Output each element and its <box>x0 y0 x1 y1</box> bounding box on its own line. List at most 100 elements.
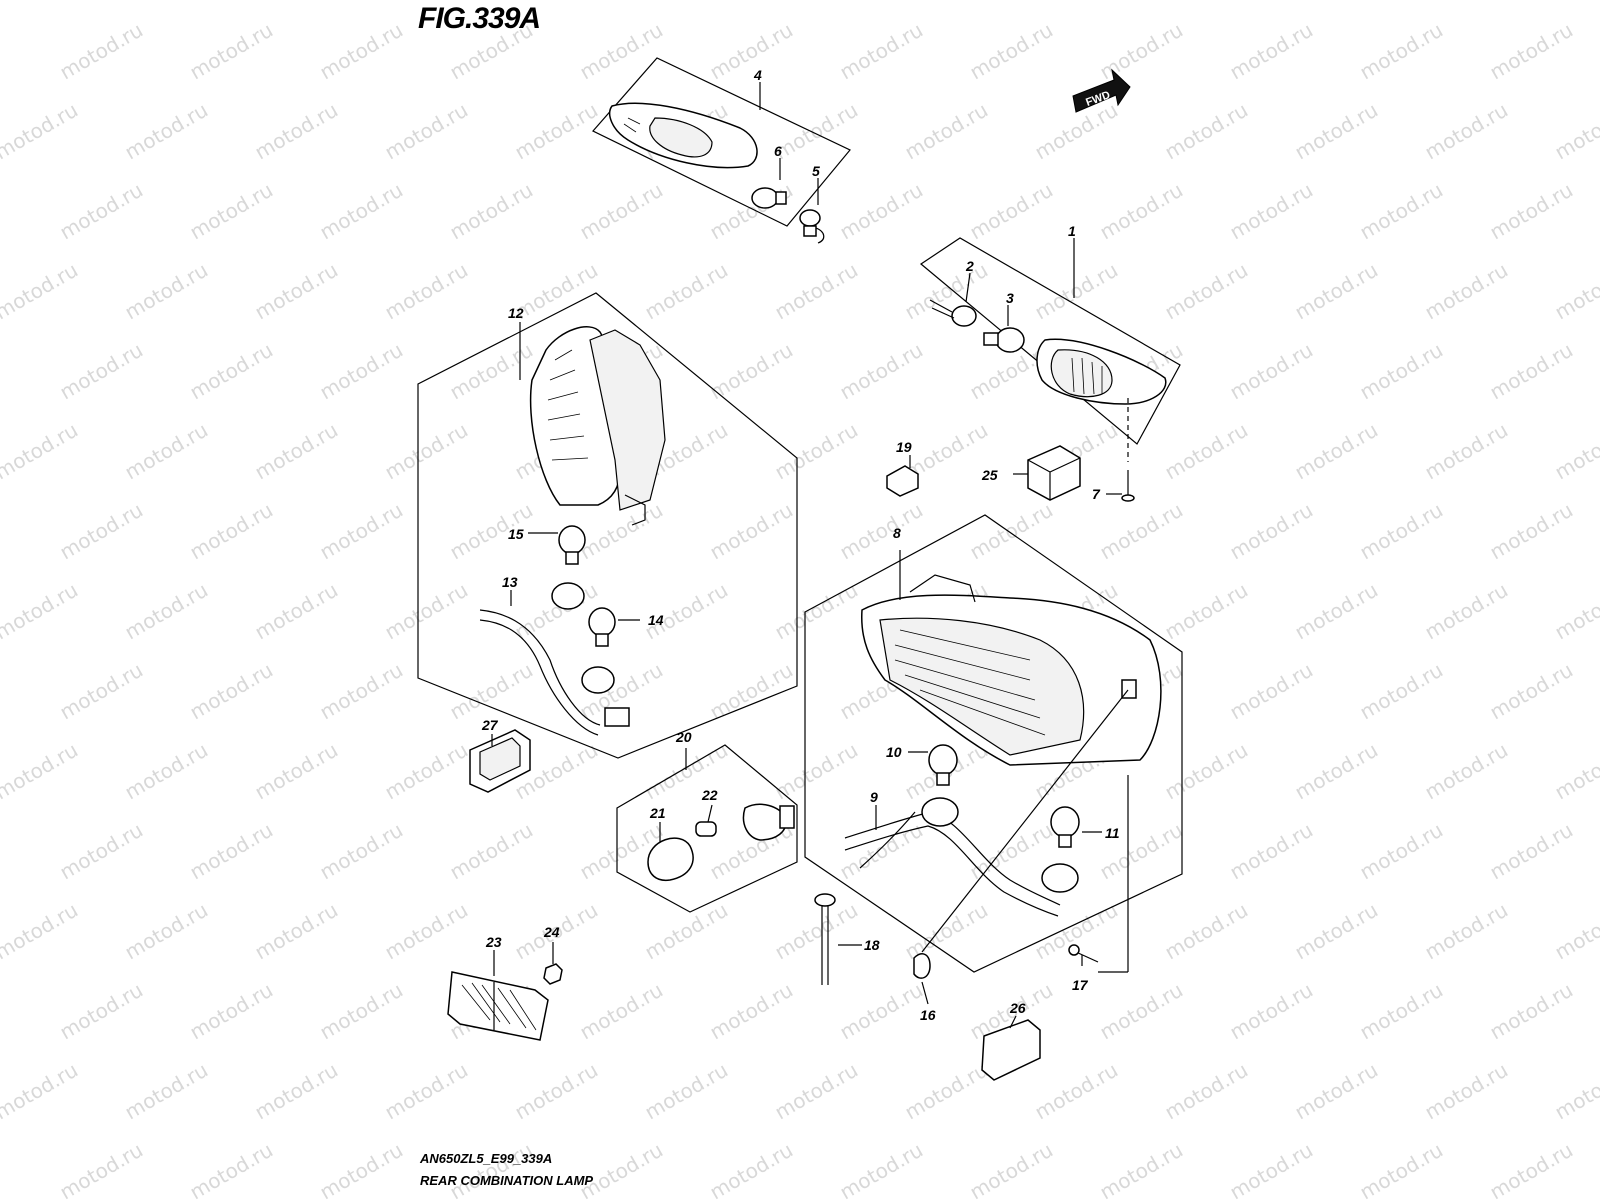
watermark-text: motod.ru <box>706 498 797 565</box>
watermark-text: motod.ru <box>1486 978 1577 1045</box>
watermark-text: motod.ru <box>316 658 407 725</box>
watermark-text: motod.ru <box>1226 1138 1317 1200</box>
watermark-text: motod.ru <box>56 498 147 565</box>
watermark-text: motod.ru <box>1421 258 1512 325</box>
callout-8: 8 <box>893 525 901 541</box>
watermark-text: motod.ru <box>706 18 797 85</box>
watermark-text: motod.ru <box>1421 98 1512 165</box>
watermark-text: motod.ru <box>121 258 212 325</box>
watermark-text: motod.ru <box>251 738 342 805</box>
bulb-22 <box>695 821 717 837</box>
watermark-text: motod.ru <box>836 338 927 405</box>
watermark-text: motod.ru <box>706 1138 797 1200</box>
watermark-text: motod.ru <box>56 658 147 725</box>
watermark-text: motod.ru <box>186 1138 277 1200</box>
watermark-text: motod.ru <box>576 178 667 245</box>
bulb-11 <box>1050 806 1080 848</box>
watermark-text: motod.ru <box>121 1058 212 1125</box>
watermark-layer: motod.ru motod.ru motod.ru motod.ru motod.ru… <box>0 18 1600 1200</box>
watermark-text: motod.ru <box>966 498 1057 565</box>
callout-16: 16 <box>920 1007 936 1023</box>
watermark-text: motod.ru <box>706 178 797 245</box>
watermark-text: motod.ru <box>836 978 927 1045</box>
callout-2: 2 <box>965 258 974 274</box>
watermark-text: motod.ru <box>381 738 472 805</box>
leader-8-lines <box>921 689 1129 973</box>
watermark-text: motod.ru <box>1356 658 1447 725</box>
callout-24: 24 <box>543 924 560 940</box>
screw-17 <box>1068 944 1099 963</box>
callout-19: 19 <box>896 439 912 455</box>
watermark-text: motod.ru <box>1291 1058 1382 1125</box>
watermark-text: motod.ru <box>1486 658 1577 725</box>
socket-20 <box>742 803 795 841</box>
watermark-text: motod.ru <box>771 418 862 485</box>
watermark-text: motod.ru <box>1421 418 1512 485</box>
callout-3: 3 <box>1006 290 1014 306</box>
grommet-16 <box>913 953 931 979</box>
watermark-text: motod.ru <box>121 578 212 645</box>
watermark-text: motod.ru <box>1031 1058 1122 1125</box>
watermark-text: motod.ru <box>1551 898 1600 965</box>
bulb-15 <box>558 525 586 565</box>
watermark-text: motod.ru <box>186 18 277 85</box>
watermark-text: motod.ru <box>1096 1138 1187 1200</box>
callout-4: 4 <box>753 67 762 83</box>
reflector-26 <box>981 1019 1041 1081</box>
watermark-text: motod.ru <box>1096 978 1187 1045</box>
watermark-text: motod.ru <box>1291 898 1382 965</box>
callout-27: 27 <box>481 717 499 733</box>
watermark-text: motod.ru <box>1551 98 1600 165</box>
cable-tie-18 <box>814 893 836 985</box>
watermark-text: motod.ru <box>0 98 82 165</box>
callout-9: 9 <box>870 789 878 805</box>
watermark-text: motod.ru <box>316 338 407 405</box>
screw-7 <box>1121 470 1135 502</box>
bulb-10 <box>928 744 958 786</box>
group-box-8 <box>804 514 1183 973</box>
watermark-text: motod.ru <box>836 18 927 85</box>
watermark-text: motod.ru <box>641 898 732 965</box>
watermark-text: motod.ru <box>1096 18 1187 85</box>
nut-24 <box>543 963 563 985</box>
figure-name: REAR COMBINATION LAMP <box>420 1173 594 1188</box>
watermark-text: motod.ru <box>1226 658 1317 725</box>
watermark-text: motod.ru <box>1161 98 1252 165</box>
watermark-text: motod.ru <box>446 818 537 885</box>
watermark-text: motod.ru <box>511 1058 602 1125</box>
watermark-text: motod.ru <box>251 258 342 325</box>
watermark-text: motod.ru <box>0 898 82 965</box>
watermark-text: motod.ru <box>446 18 537 85</box>
watermark-text: motod.ru <box>1161 1058 1252 1125</box>
watermark-text: motod.ru <box>1486 338 1577 405</box>
watermark-text: motod.ru <box>316 18 407 85</box>
watermark-text: motod.ru <box>1551 578 1600 645</box>
watermark-text: motod.ru <box>836 178 927 245</box>
watermark-text: motod.ru <box>1421 898 1512 965</box>
watermark-text: motod.ru <box>1356 338 1447 405</box>
watermark-text: motod.ru <box>1161 578 1252 645</box>
watermark-text: motod.ru <box>511 258 602 325</box>
lamp-cover-21 <box>647 837 694 882</box>
callout-layer: 4 6 5 1 2 3 19 25 7 12 15 13 14 8 10 9 1… <box>481 67 1120 1023</box>
watermark-text: motod.ru <box>1551 258 1600 325</box>
callout-26: 26 <box>1009 1000 1026 1016</box>
watermark-text: motod.ru <box>186 498 277 565</box>
watermark-text: motod.ru <box>186 178 277 245</box>
watermark-text: motod.ru <box>1226 18 1317 85</box>
watermark-text: motod.ru <box>121 738 212 805</box>
watermark-text: motod.ru <box>1356 18 1447 85</box>
watermark-text: motod.ru <box>1226 338 1317 405</box>
watermark-text: motod.ru <box>251 98 342 165</box>
watermark-text: motod.ru <box>56 178 147 245</box>
watermark-text: motod.ru <box>56 18 147 85</box>
watermark-text: motod.ru <box>186 978 277 1045</box>
watermark-text: motod.ru <box>901 98 992 165</box>
watermark-text: motod.ru <box>641 738 732 805</box>
watermark-text: motod.ru <box>446 338 537 405</box>
watermark-text: motod.ru <box>1421 578 1512 645</box>
watermark-text: motod.ru <box>771 1058 862 1125</box>
bulb-6 <box>751 187 787 209</box>
watermark-text: motod.ru <box>1551 418 1600 485</box>
